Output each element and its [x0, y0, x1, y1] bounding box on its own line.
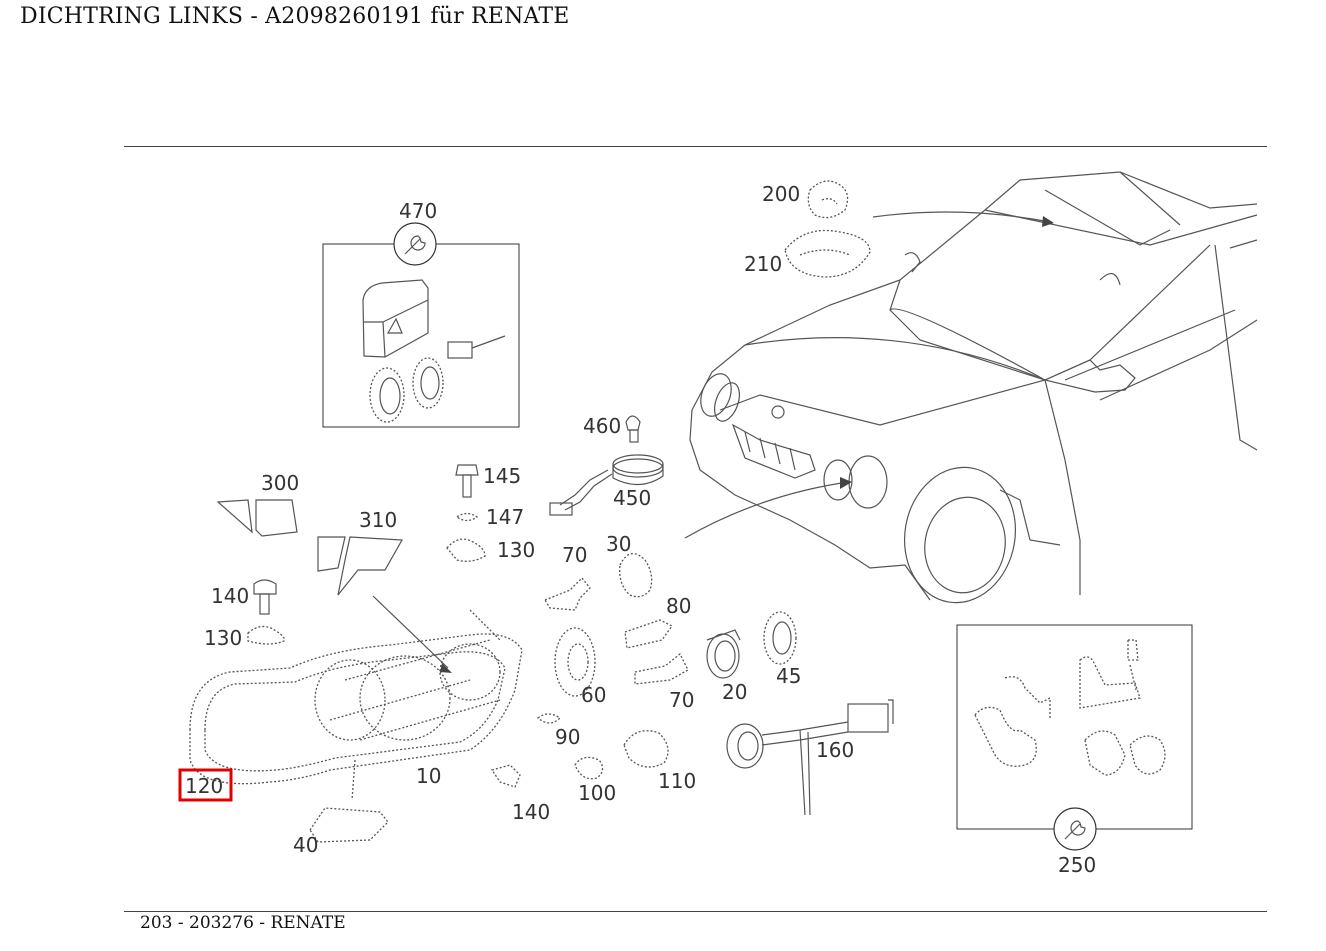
parts-70-30-80-60-20-45 — [544, 553, 797, 697]
car-outline — [689, 171, 1258, 604]
callout-120[interactable]: 120 — [185, 774, 223, 798]
callout-310[interactable]: 310 — [359, 508, 397, 532]
callout-100[interactable]: 100 — [578, 781, 616, 805]
highlight-box-120 — [178, 768, 233, 802]
parts-200-210 — [784, 180, 871, 278]
bottom-divider — [124, 911, 1267, 912]
parts-460-450 — [549, 415, 664, 516]
headlamp-assembly — [189, 609, 523, 843]
callout-300[interactable]: 300 — [261, 471, 299, 495]
callout-145[interactable]: 145 — [483, 464, 521, 488]
page-title: DICHTRING LINKS - A2098260191 für RENATE — [20, 4, 570, 29]
footer-model-code: 203 - 203276 - RENATE — [140, 913, 346, 933]
callout-70-bottom[interactable]: 70 — [669, 688, 694, 712]
callout-147[interactable]: 147 — [486, 505, 524, 529]
callout-160[interactable]: 160 — [816, 738, 854, 762]
kit-box-250 — [956, 624, 1193, 851]
parts-145-147-130 — [446, 464, 486, 562]
arrow-to-roof — [872, 211, 1051, 223]
callout-130-top[interactable]: 130 — [497, 538, 535, 562]
callout-130-left[interactable]: 130 — [204, 626, 242, 650]
callout-45[interactable]: 45 — [776, 664, 801, 688]
part-160 — [726, 699, 894, 816]
arrow-to-headlight — [684, 481, 849, 539]
callout-460[interactable]: 460 — [583, 414, 621, 438]
callout-140-left[interactable]: 140 — [211, 584, 249, 608]
arrow-into-headlamp — [372, 595, 449, 669]
callout-90[interactable]: 90 — [555, 725, 580, 749]
parts-300-310 — [216, 499, 403, 596]
callout-250[interactable]: 250 — [1058, 853, 1096, 877]
callout-210[interactable]: 210 — [744, 252, 782, 276]
callout-140-bottom[interactable]: 140 — [512, 800, 550, 824]
callout-40[interactable]: 40 — [293, 833, 318, 857]
callout-60[interactable]: 60 — [581, 683, 606, 707]
callout-70-top[interactable]: 70 — [562, 543, 587, 567]
kit-box-470 — [322, 222, 520, 428]
callout-450[interactable]: 450 — [613, 486, 651, 510]
callout-10[interactable]: 10 — [416, 764, 441, 788]
parts-140-130-left — [247, 579, 285, 645]
callout-470[interactable]: 470 — [399, 199, 437, 223]
callout-80[interactable]: 80 — [666, 594, 691, 618]
callout-200[interactable]: 200 — [762, 182, 800, 206]
parts-90-100-110-140 — [490, 713, 669, 788]
callout-30[interactable]: 30 — [606, 532, 631, 556]
top-divider — [124, 146, 1267, 147]
callout-20[interactable]: 20 — [722, 680, 747, 704]
callout-110[interactable]: 110 — [658, 769, 696, 793]
